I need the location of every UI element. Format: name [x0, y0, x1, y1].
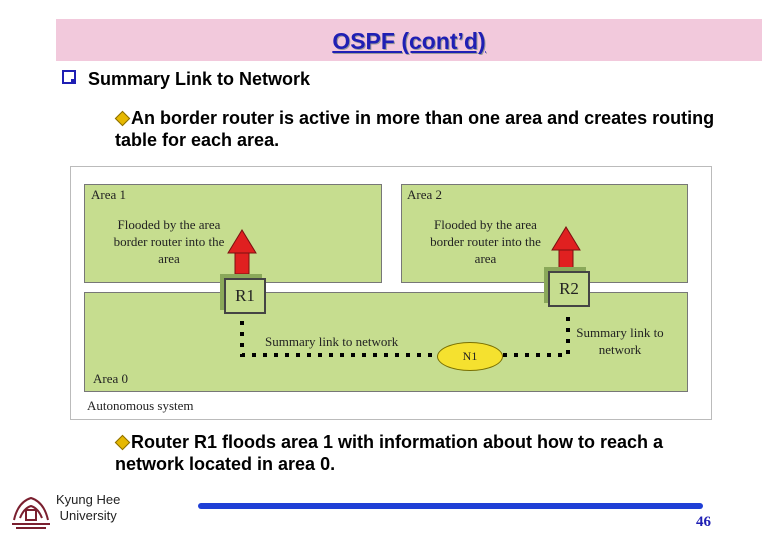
page-number: 46	[696, 514, 711, 530]
area-1-box	[84, 184, 382, 283]
summary-link-line	[240, 310, 435, 357]
router-r2: R2	[548, 271, 590, 307]
slide-title: OSPF (cont’d)	[332, 28, 486, 54]
paragraph-2: Router R1 floods area 1 with information…	[115, 432, 664, 474]
router-r1: R1	[224, 278, 266, 314]
area-2-label: Area 2	[407, 187, 443, 202]
ospf-diagram: Area 1 Flooded by the area border router…	[70, 166, 712, 420]
area-0-label: Area 0	[93, 371, 129, 386]
flood-text-area-2: Flooded by the area border router into t…	[430, 217, 541, 266]
flood-text-area-1: Flooded by the area border router into t…	[113, 217, 225, 266]
area-1-label: Area 1	[91, 187, 127, 202]
area-2-box	[401, 184, 688, 283]
section-heading: Summary Link to Network	[88, 69, 311, 89]
area-0-box	[84, 292, 688, 392]
summary-link-label-right: Summary link to network	[576, 325, 664, 357]
university-logo-icon	[12, 496, 50, 529]
network-n1: N1	[437, 342, 503, 371]
flood-arrow-r1	[227, 229, 257, 275]
paragraph-1: An border router is active in more than …	[115, 108, 715, 150]
diagram-connections	[227, 226, 581, 357]
title-bar: OSPF (cont’d)	[56, 19, 762, 61]
flood-arrow-r2	[551, 226, 581, 272]
university-name: Kyung Hee University	[56, 492, 121, 523]
autonomous-system-label: Autonomous system	[87, 398, 194, 413]
summary-link-label-left: Summary link to network	[265, 334, 399, 349]
footer-bar	[198, 503, 703, 509]
network-link-line	[503, 310, 570, 357]
checkbox-bullet-icon	[62, 70, 76, 84]
